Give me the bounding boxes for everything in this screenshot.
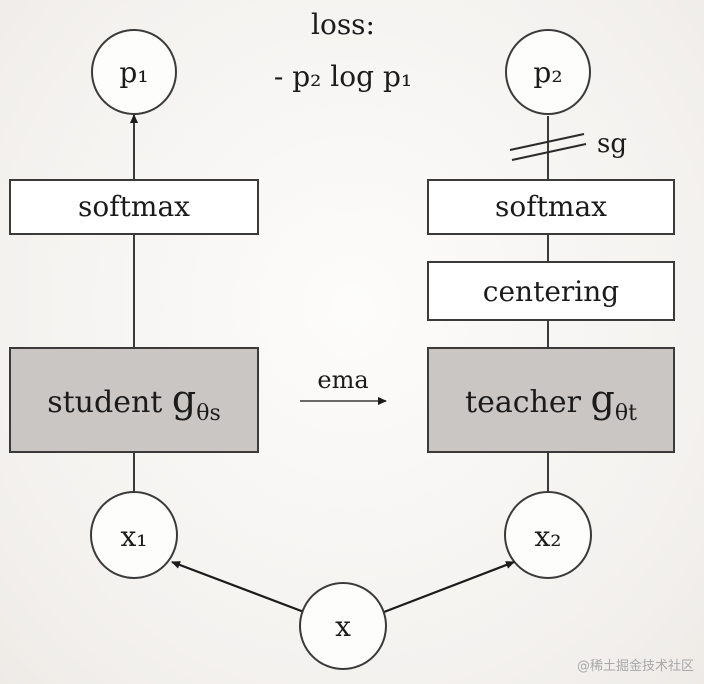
augment-arrow-teacher xyxy=(383,560,515,614)
teacher-softmax-box xyxy=(427,179,675,235)
student-output-label: p₁ xyxy=(119,56,148,89)
teacher-centering-label: centering xyxy=(483,275,619,308)
teacher-centering-box xyxy=(427,261,675,321)
loss-formula: - p₂ log p₁ xyxy=(274,60,412,93)
stop-gradient-icon xyxy=(509,133,587,161)
loss-title: loss: xyxy=(311,8,375,41)
student-network-label: student gθs xyxy=(47,377,221,426)
teacher-output-node xyxy=(505,29,591,115)
augment-arrow-student xyxy=(171,560,305,614)
student-input-label: x₁ xyxy=(120,520,147,553)
watermark: @稀土掘金技术社区 xyxy=(576,659,694,674)
teacher-input-label: x₂ xyxy=(534,520,561,553)
student-softmax-box xyxy=(9,179,259,235)
stop-gradient-label: sg xyxy=(597,129,627,159)
ema-label: ema xyxy=(317,366,368,394)
teacher-output-label: p₂ xyxy=(533,56,562,89)
student-network-box xyxy=(9,347,259,453)
image-input-label: x xyxy=(335,610,351,643)
teacher-network-label: teacher gθt xyxy=(465,377,637,426)
teacher-network-box xyxy=(427,347,675,453)
student-softmax-label: softmax xyxy=(78,190,190,223)
image-input-node xyxy=(299,582,387,670)
student-output-node xyxy=(91,29,177,115)
teacher-softmax-label: softmax xyxy=(495,190,607,223)
teacher-input-node xyxy=(504,491,592,579)
student-input-node xyxy=(90,491,178,579)
